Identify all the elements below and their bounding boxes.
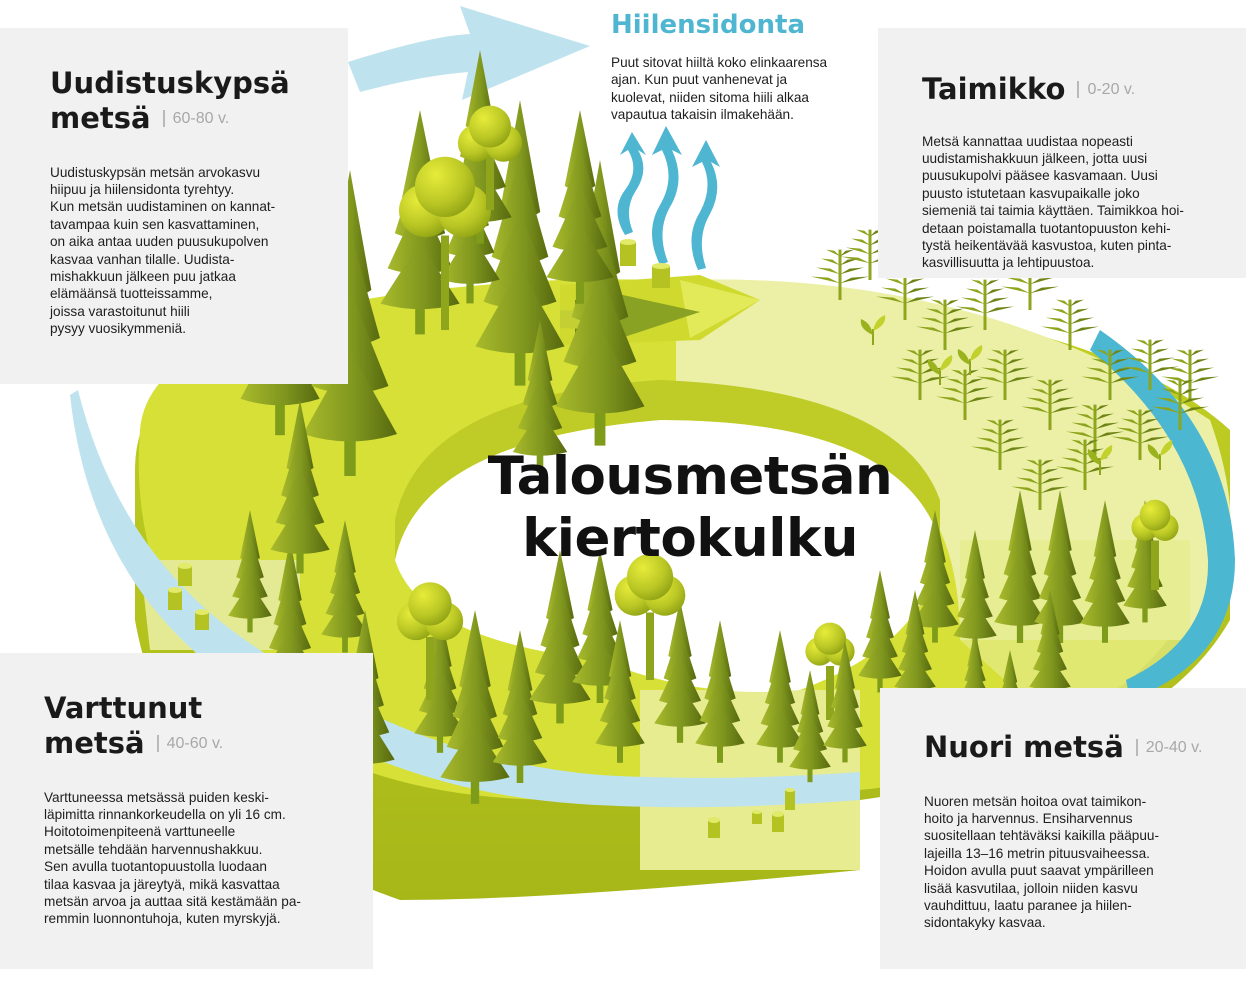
sprout-icon — [1147, 440, 1173, 470]
grown-title-line2: metsä — [44, 726, 145, 760]
seedling-pine-icon — [1065, 404, 1125, 455]
sprout-icon — [957, 345, 983, 375]
panel-mature-forest: Uudistuskypsä metsä 60-80 v. Uudistuskyps… — [0, 28, 348, 384]
seedling-text: Metsä kannattaa uudistaa nopeasti uudist… — [922, 133, 1184, 271]
deciduous-tree-icon — [457, 105, 523, 210]
seedling-pine-icon — [1150, 379, 1210, 430]
conifer-tree-icon — [654, 600, 706, 743]
seedling-pine-icon — [935, 369, 995, 420]
seedling-pine-icon — [1080, 349, 1140, 400]
conifer-tree-icon — [994, 490, 1046, 643]
conifer-tree-icon — [911, 510, 959, 643]
panel-young-forest: Nuori metsä 20-40 v. Nuoren metsän hoitoa… — [880, 688, 1246, 969]
seedling-pine-icon — [955, 279, 1015, 330]
grown-ages: 40-60 v. — [156, 734, 224, 752]
conifer-tree-icon — [270, 400, 330, 574]
panel-seedling: Taimikko 0-20 v. Metsä kannattaa uudistaa… — [878, 28, 1246, 278]
carbon-arrows-icon — [617, 126, 720, 270]
seedling-ages: 0-20 v. — [1077, 80, 1136, 98]
conifer-tree-icon — [512, 320, 568, 473]
conifer-tree-icon — [953, 530, 997, 653]
seedling-pine-icon — [1020, 379, 1080, 430]
mature-title-line1: Uudistuskypsä — [50, 66, 290, 100]
seedling-pine-icon — [970, 419, 1030, 470]
carbon-sequestration-callout: Hiilensidonta Puut sitovat hiiltä koko e… — [611, 10, 871, 124]
deciduous-tree-icon — [1131, 499, 1179, 590]
conifer-tree-icon — [440, 610, 510, 804]
carbon-text: Puut sitovat hiiltä koko elinkaarensa aj… — [611, 55, 828, 123]
sprout-icon — [860, 315, 886, 345]
conifer-tree-icon — [529, 550, 591, 724]
conifer-tree-icon — [789, 670, 831, 783]
conifer-tree-icon — [695, 620, 745, 763]
conifer-tree-icon — [894, 590, 936, 703]
seedling-pine-icon — [1110, 409, 1170, 460]
seedling-pine-icon — [810, 249, 870, 300]
mature-text: Uudistuskypsän metsän arvokasvu hiipuu j… — [50, 164, 276, 337]
seedling-pine-icon — [915, 299, 975, 350]
seedling-pine-icon — [975, 349, 1035, 400]
deciduous-tree-icon — [614, 554, 686, 680]
seedling-title: Taimikko — [922, 72, 1066, 106]
main-title-line2: kiertokulku — [522, 508, 858, 569]
conifer-tree-icon — [492, 630, 548, 783]
conifer-tree-icon — [595, 620, 645, 763]
grown-title-line1: Varttunut — [44, 691, 203, 725]
grown-text: Varttuneessa metsässä puiden keski- läpi… — [44, 789, 301, 927]
carbon-title: Hiilensidonta — [611, 10, 805, 40]
conifer-tree-icon — [823, 640, 867, 763]
sprout-icon — [927, 355, 953, 385]
mature-ages: 60-80 v. — [162, 109, 230, 127]
seedling-pine-icon — [1160, 349, 1220, 400]
deciduous-tree-icon — [398, 156, 492, 330]
panel-grown-forest: Varttunut metsä 40-60 v. Varttuneessa met… — [0, 653, 373, 969]
conifer-tree-icon — [1080, 500, 1130, 643]
seedling-pine-icon — [1040, 299, 1100, 350]
main-title: Talousmetsän kiertokulku — [440, 446, 940, 570]
main-title-line1: Talousmetsän — [487, 446, 893, 507]
deciduous-tree-icon — [396, 582, 464, 700]
young-title: Nuori metsä — [924, 730, 1124, 764]
conifer-tree-icon — [321, 520, 369, 653]
deciduous-tree-icon — [805, 622, 855, 720]
seedling-pine-icon — [1010, 459, 1070, 510]
conifer-tree-icon — [546, 110, 614, 304]
cycle-arrow-top — [348, 6, 590, 100]
sprout-icon — [1087, 445, 1113, 475]
young-text: Nuoren metsän hoitoa ovat taimikon- hoit… — [924, 793, 1160, 931]
conifer-tree-icon — [264, 540, 316, 693]
conifer-tree-icon — [756, 630, 804, 763]
mature-title-line2: metsä — [50, 101, 151, 135]
young-ages: 20-40 v. — [1135, 738, 1203, 756]
trees-layer — [228, 50, 1179, 804]
cycle-arrow-right — [1090, 330, 1235, 700]
conifer-tree-icon — [228, 510, 272, 633]
conifer-tree-icon — [858, 570, 902, 693]
